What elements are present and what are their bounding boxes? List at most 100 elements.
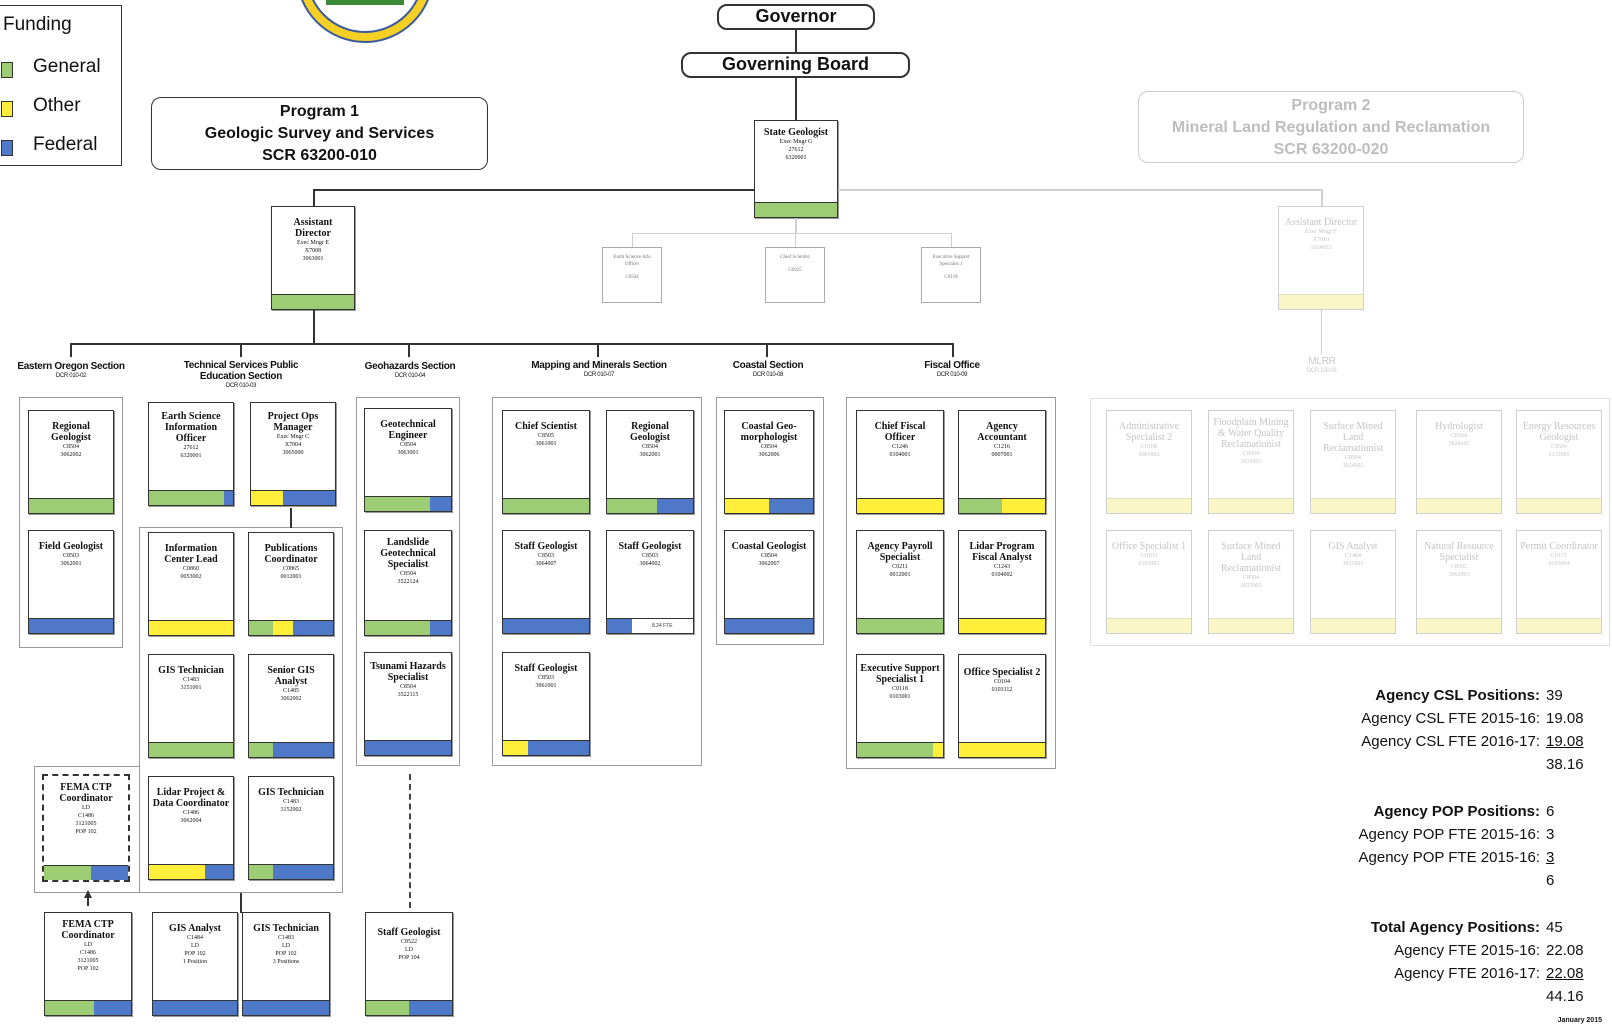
stat-label: Agency POP FTE 2015-16:: [1358, 826, 1541, 843]
stat-label: Agency CSL FTE 2016-17:: [1361, 733, 1540, 750]
card-title: GIS Technician: [258, 787, 324, 798]
card-position: 3064002: [639, 561, 661, 567]
card-title: GIS Analyst: [169, 923, 221, 934]
section-geohazards-code: DCR 010-04: [394, 373, 426, 379]
card-regional-geologist-mm: Regional Geologist C8504 3062001: [606, 410, 694, 514]
stat-value: 6: [1546, 803, 1555, 820]
card-code: C1216: [993, 444, 1010, 450]
section-eastern-oregon-title: Eastern Oregon Section: [17, 361, 125, 372]
card-title: Geotechnical Engineer: [380, 419, 436, 441]
section-technical-services: Technical Services Public Education Sect…: [168, 360, 314, 391]
card-code: C0103: [1140, 553, 1157, 559]
stat-label: Agency POP Positions:: [1373, 803, 1540, 820]
card-publications-coordinator: Publications Coordinator C0865 0012001: [248, 532, 334, 636]
position-stats: Agency CSL Positions:39 Agency CSL FTE 2…: [1359, 684, 1591, 1008]
stat-value: 19.08: [1546, 733, 1584, 750]
card-position: 0012001: [280, 574, 302, 580]
state-geologist-title: State Geologist: [763, 127, 829, 138]
card-title: Surface Mined Land Reclamationist: [1221, 541, 1281, 574]
stat-value: 3: [1546, 849, 1555, 866]
section-technical-services-title: Technical Services Public Education Sect…: [183, 360, 299, 382]
card-code: C1484: [186, 935, 203, 941]
card-position: 3021003: [1342, 561, 1364, 567]
legend-swatch-federal: [1, 140, 13, 156]
assistant-director-2-card: Assistant Director Exec Mngr F X7010 102…: [1278, 206, 1364, 310]
section-fiscal-office-code: DCR 010-09: [936, 372, 968, 378]
footer-date: January 2015: [1557, 1017, 1602, 1024]
assistant-director-2-code: 1024002: [1310, 245, 1332, 251]
card-fema-ctp-coordinator-dashed: FEMA CTP Coordinator LD C1486 3121005 PO…: [42, 774, 130, 882]
stat-value: 6: [1546, 872, 1555, 889]
card-code: C8504: [399, 571, 416, 577]
card-position: 3522124: [397, 579, 419, 585]
card-title: Regional Geologist: [51, 421, 91, 443]
card-position: 3522115: [397, 692, 419, 698]
card-position: 0103001: [889, 694, 911, 700]
program1-box: Program 1 Geologic Survey and Services S…: [151, 97, 488, 170]
card-title: GIS Technician: [158, 665, 224, 676]
card-title: Staff Geologist: [618, 541, 682, 552]
card-position: 0053002: [180, 574, 202, 580]
card-title: Lidar Program Fiscal Analyst: [969, 541, 1035, 563]
assistant-director-code: 3063001: [302, 256, 324, 262]
card-title: Staff Geologist: [377, 927, 441, 938]
card-gis-technician-3: GIS Technician C1483 LD POP 102 3 Positi…: [242, 912, 330, 1016]
section-technical-services-code: DCR 010-03: [225, 383, 257, 389]
card-code: C8504: [399, 442, 416, 448]
stat-label: Agency CSL FTE 2015-16:: [1361, 710, 1540, 727]
card-pop: POP 102: [75, 829, 97, 835]
stat-row: Agency FTE 2015-16:22.08: [1359, 939, 1591, 962]
card-position: 3062001: [60, 561, 82, 567]
stat-row: Agency CSL FTE 2016-17: 19.08: [1359, 730, 1591, 753]
card-code: C1485: [282, 688, 299, 694]
card-title: Agency Accountant: [977, 421, 1027, 443]
card-chief-fiscal-officer: Chief Fiscal Officer C1246 0104001: [856, 410, 944, 514]
card-title: Coastal Geo-morphologist: [740, 421, 798, 443]
assistant-director-pos: X7008: [304, 248, 322, 254]
card-code: C8504: [1550, 444, 1567, 450]
card-floodplain-mining: Floodplain Mining & Water Quality Reclam…: [1208, 410, 1294, 514]
card-title: FEMA CTP Coordinator: [59, 782, 113, 804]
assistant-director-card: Assistant Director Exec Mngr E X7008 306…: [271, 206, 355, 310]
card-title: Staff Geologist: [514, 663, 578, 674]
staff-box-1-title: Earth Science Info Officer: [613, 255, 651, 267]
assistant-director-2-title: Assistant Director: [1284, 217, 1358, 228]
stat-value: 22.08: [1546, 942, 1584, 959]
agency-seal-logo: [296, 0, 434, 43]
state-geologist-class: Exec Mngr G: [779, 139, 813, 145]
stat-row: Agency POP FTE 2015-16:3: [1359, 846, 1591, 869]
legend-label-federal: Federal: [33, 134, 98, 155]
card-title: Executive Support Specialist 1: [860, 663, 940, 685]
card-code: C8503: [62, 553, 79, 559]
card-code: C0104: [993, 679, 1010, 685]
card-lidar-program-fiscal-analyst: Lidar Program Fiscal Analyst C1243 01040…: [958, 530, 1046, 634]
card-position: 3061001: [535, 683, 557, 689]
card-field-geologist: Field Geologist C8503 3062001: [28, 530, 114, 634]
card-code: C0860: [182, 566, 199, 572]
card-position: 3062002: [280, 696, 302, 702]
card-gis-analyst: GIS Analyst C1484 LD POP 102 1 Position: [152, 912, 238, 1016]
card-code: C8504: [399, 684, 416, 690]
stat-row: Total Agency Positions:45: [1359, 916, 1591, 939]
card-position: 6320001: [180, 453, 202, 459]
card-pop: POP 102: [184, 951, 206, 957]
card-position: 3021003: [1240, 583, 1262, 589]
card-title: Field Geologist: [38, 541, 104, 552]
card-code: C1483: [182, 677, 199, 683]
card-position: 3062004: [180, 818, 202, 824]
card-position: 0103002: [1138, 561, 1160, 567]
stat-row: Agency CSL FTE 2015-16:19.08: [1359, 707, 1591, 730]
section-coastal-code: DCR 010-08: [752, 372, 784, 378]
card-title: Hydrologist: [1435, 421, 1483, 432]
card-code: C1486: [182, 810, 199, 816]
section-geohazards-title: Geohazards Section: [364, 361, 456, 372]
card-energy-resources-geologist: Energy Resources Geologist C8504 3135001: [1516, 410, 1602, 514]
card-coastal-geomorphologist: Coastal Geo-morphologist C8504 3062006: [724, 410, 814, 514]
card-ld: LD: [191, 943, 199, 949]
section-mapping-minerals-code: DCR 010-07: [583, 372, 615, 378]
card-title: Publications Coordinator: [264, 543, 318, 565]
card-title: Information Center Lead: [164, 543, 218, 565]
